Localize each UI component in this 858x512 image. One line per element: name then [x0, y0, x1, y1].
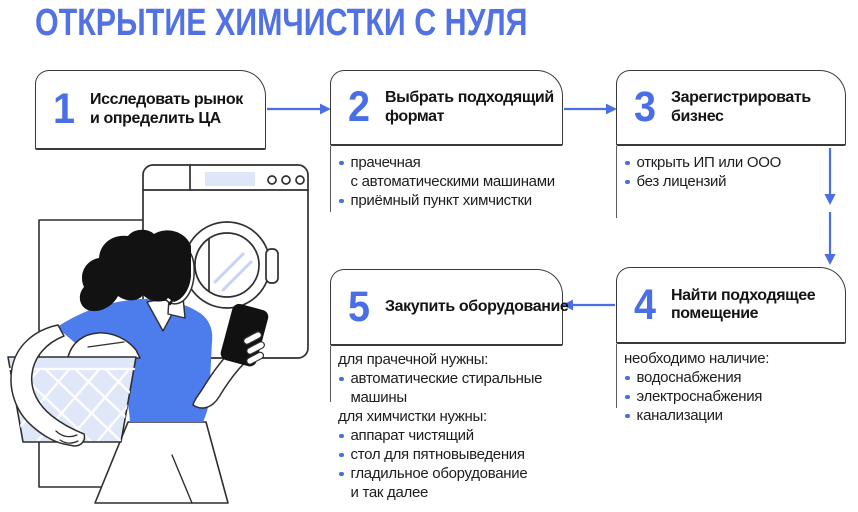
hair-strand	[168, 278, 176, 306]
bullet-item: электроснабжения	[624, 387, 769, 406]
step-4-details: необходимо наличие: водоснабжения электр…	[624, 349, 769, 425]
bullet-item: открыть ИП или ООО	[624, 153, 781, 172]
step-number: 2	[347, 83, 370, 132]
arrow-step4-to-step5-icon	[562, 299, 615, 311]
bullet-item: гладильное оборудование и так далее	[338, 464, 542, 502]
bullet-item: приёмный пункт химчистки	[338, 191, 555, 210]
machine-knob	[267, 175, 277, 185]
card-drop-line	[330, 346, 332, 402]
step-card-4: 4 Найти подходящее помещение	[616, 267, 846, 344]
bullet-dot-icon	[339, 471, 344, 477]
step-title: Зарегистрировать бизнес	[671, 89, 811, 125]
bullet-dot-icon	[339, 452, 344, 458]
arm-holding-basket	[10, 324, 86, 447]
woman	[7, 229, 269, 504]
machine-knob	[281, 175, 291, 185]
step-number: 5	[347, 282, 370, 331]
hand-fingers	[243, 331, 265, 365]
hair	[79, 229, 191, 312]
step-card-5: 5 Закупить оборудование	[330, 269, 569, 346]
bullet-dot-icon	[625, 160, 630, 165]
bullet-item: канализации	[624, 406, 769, 425]
step-number: 4	[633, 280, 656, 329]
list-intro: необходимо наличие:	[624, 350, 770, 367]
bullet-dot-icon	[339, 160, 344, 165]
step-number: 3	[633, 83, 656, 132]
washing-machine	[142, 164, 309, 359]
card-drop-line	[330, 146, 332, 212]
bullet-dot-icon	[625, 394, 630, 400]
machine-knob	[295, 175, 305, 185]
machine-door-handle	[265, 248, 279, 284]
bullet-item: автоматические стиральные машины	[338, 369, 542, 407]
step-2-details: прачечная с автоматическими машинами при…	[338, 153, 555, 210]
bullet-dot-icon	[625, 179, 630, 185]
arrow-step3-down-segment1-icon	[824, 148, 836, 205]
card-drop-line	[616, 146, 618, 218]
step-5-details: для прачечной нужны: автоматические стир…	[338, 350, 542, 502]
cloth-fold	[87, 341, 125, 348]
bullet-dot-icon	[339, 198, 344, 204]
step-card-2: 2 Выбрать подходящий формат	[330, 70, 563, 146]
machine-door-glass	[194, 237, 210, 293]
list-intro: для прачечной нужны:	[338, 351, 489, 368]
step-card-3: 3 Зарегистрировать бизнес	[616, 70, 846, 146]
laundry-cloth	[67, 332, 141, 359]
step-title: Выбрать подходящий формат	[385, 89, 554, 125]
bullet-item: водоснабжения	[624, 368, 769, 387]
page-title: ОТКРЫТИЕ ХИМЧИСТКИ С НУЛЯ	[35, 2, 528, 44]
bullet-dot-icon	[339, 433, 344, 439]
bullet-item: прачечная с автоматическими машинами	[338, 153, 555, 191]
hand-on-basket	[55, 430, 79, 444]
bullet-item: стол для пятновыведения	[338, 445, 542, 464]
step-title: Закупить оборудование	[385, 297, 569, 315]
laundry-illustration	[7, 164, 309, 504]
list-intro: для химчистки нужны:	[338, 408, 487, 426]
step-3-details: открыть ИП или ООО без лицензий	[624, 153, 781, 191]
step-card-1: 1 Исследовать рынок и определить ЦА	[35, 70, 266, 150]
arrow-step3-to-step4-segment2-icon	[824, 212, 836, 265]
bullet-dot-icon	[625, 375, 630, 381]
card-drop-line	[616, 344, 618, 408]
skirt-slit	[171, 454, 193, 504]
arrow-step1-to-step2-icon	[267, 103, 331, 115]
step-number: 1	[52, 85, 75, 134]
machine-display	[205, 172, 255, 186]
bullet-item: без лицензий	[624, 172, 781, 191]
bullet-item: аппарат чистящий	[338, 426, 542, 445]
arrow-step2-to-step3-icon	[564, 103, 617, 115]
bullet-dot-icon	[625, 413, 630, 419]
step-title: Найти подходящее помещение	[671, 286, 816, 322]
bullet-dot-icon	[339, 376, 344, 382]
step-title: Исследовать рынок и определить ЦА	[90, 91, 243, 127]
